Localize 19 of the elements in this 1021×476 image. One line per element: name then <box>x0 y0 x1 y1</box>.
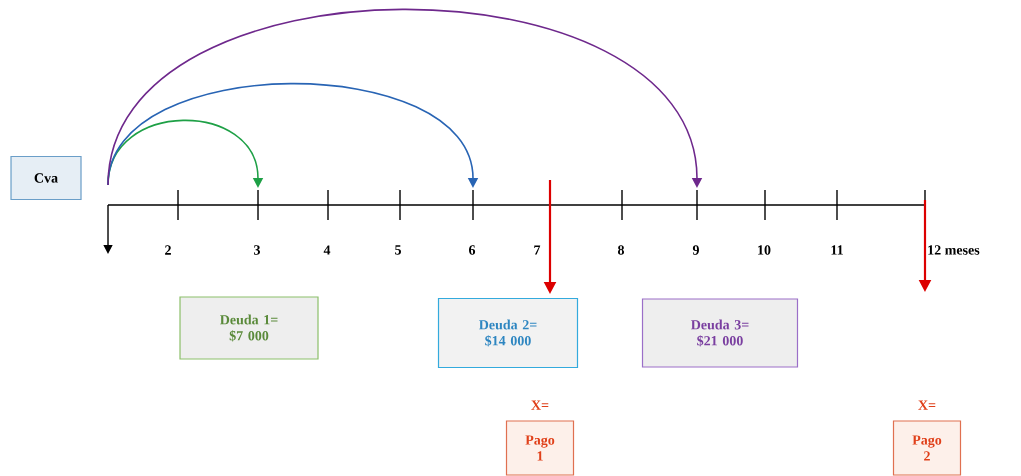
debt-box: Deuda 1= $7 000 <box>179 296 319 360</box>
tick-label: 9 <box>692 245 699 255</box>
formula-label: X= <box>918 400 936 410</box>
tick-label: 2 <box>165 245 171 255</box>
payment-box: Pago 2 <box>892 420 962 476</box>
payment-box: Pago 1 <box>505 420 575 476</box>
tick-label: 12 meses <box>928 245 980 255</box>
tick-label: 11 <box>831 245 843 255</box>
tick-label: 6 <box>469 245 476 255</box>
tick-label: 4 <box>323 245 331 255</box>
debt-box: Deuda 3= $21 000 <box>641 298 799 368</box>
label-box: Cva <box>10 155 82 201</box>
formula-label: X= <box>531 400 549 410</box>
tick-label: 8 <box>617 245 625 255</box>
debt-box: Deuda 2= $14 000 <box>437 297 579 369</box>
tick-label: 7 <box>534 245 541 255</box>
tick-label: 5 <box>395 245 401 255</box>
tick-label: 3 <box>254 245 261 255</box>
tick-label: 10 <box>758 245 771 255</box>
